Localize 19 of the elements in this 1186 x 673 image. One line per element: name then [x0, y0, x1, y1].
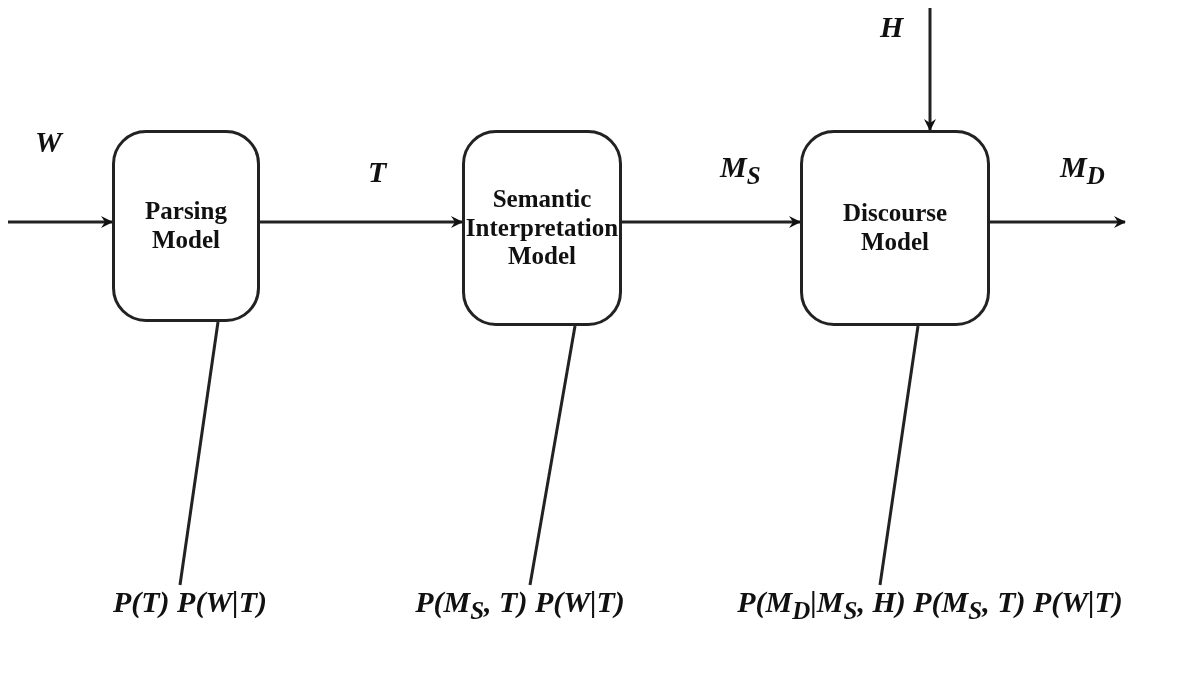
process-box: Discourse Model [800, 130, 990, 326]
edge-label: T [368, 155, 387, 189]
leader-line [528, 325, 577, 586]
arrow [260, 216, 463, 228]
formula-text: P(M$_{D}$|M$_{S}$, H) P(M$_{S}$, T) P(W|T) [685, 585, 1175, 625]
edge-label: W [35, 125, 62, 159]
arrow [8, 216, 113, 228]
edge-label: M$_{D}$ [1060, 150, 1105, 190]
edge-label: M$_{S}$ [720, 150, 761, 190]
formula-text: P(T) P(W|T) [45, 585, 335, 625]
formula-text: P(M$_{S}$, T) P(W|T) [360, 585, 680, 625]
leader-line [178, 321, 220, 586]
process-box: Parsing Model [112, 130, 260, 322]
process-box: Semantic Interpretation Model [462, 130, 622, 326]
leader-line [878, 325, 920, 586]
edge-label: H [880, 10, 904, 44]
arrow [924, 8, 936, 131]
arrow [622, 216, 801, 228]
arrow [990, 216, 1126, 228]
